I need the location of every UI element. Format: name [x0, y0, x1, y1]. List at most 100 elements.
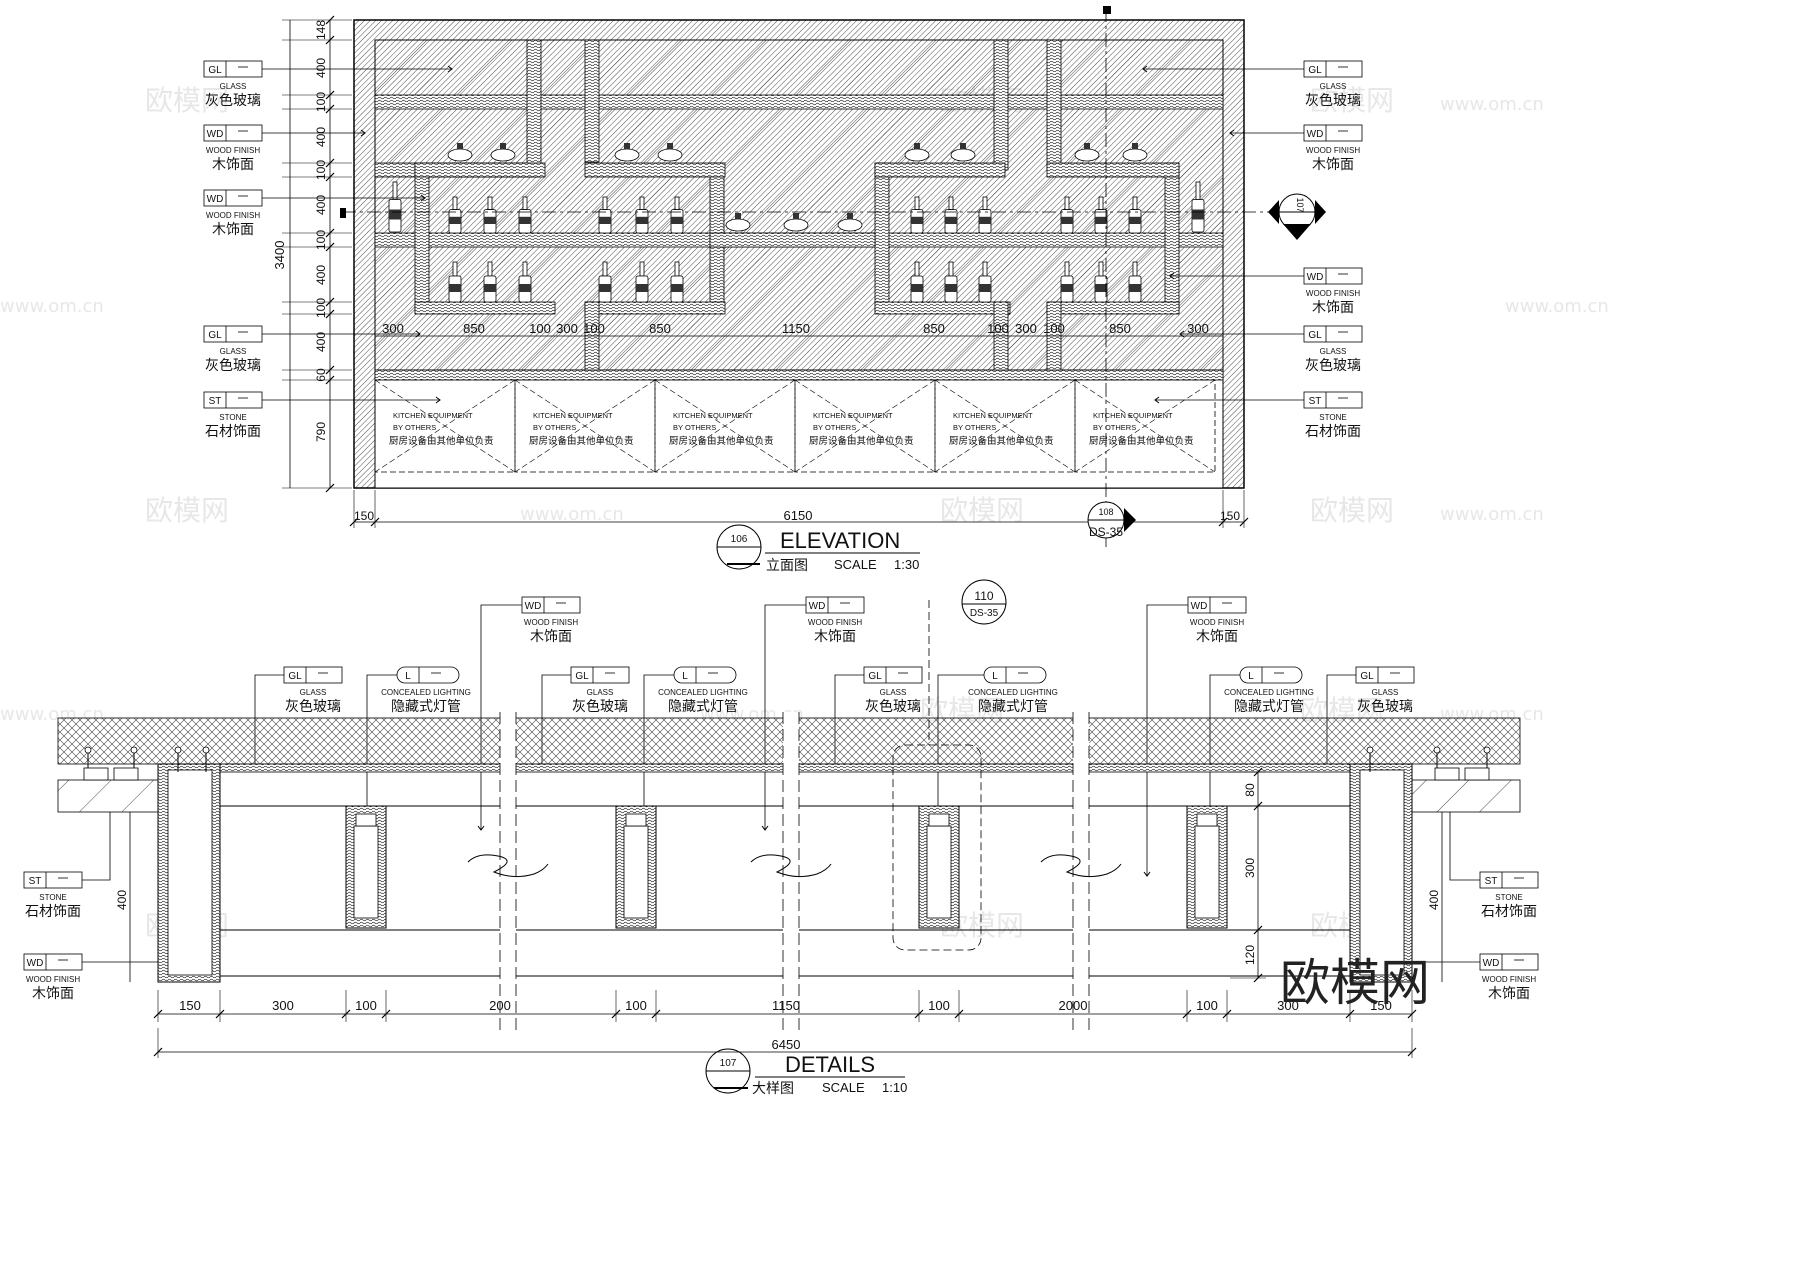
- bottle-label: [389, 209, 401, 220]
- tag-en: GLASS: [1320, 82, 1347, 91]
- dim-tick: [954, 1009, 964, 1019]
- wood-frame: [1164, 162, 1180, 314]
- wood-frame: [1046, 301, 1180, 315]
- tag-cn: 灰色玻璃: [1305, 357, 1361, 374]
- bottle-neck: [487, 196, 493, 211]
- dim-vertical: 400: [314, 58, 328, 78]
- tag-en: WOOD FINISH: [808, 618, 862, 627]
- bottle: [448, 196, 462, 234]
- tag-en: GLASS: [880, 688, 907, 697]
- details-title: DETAILS: [785, 1052, 875, 1077]
- dim-tick: [325, 297, 335, 307]
- light-fixture: [1196, 813, 1218, 827]
- bottle-label: [671, 284, 683, 292]
- tag-code: GL: [208, 330, 222, 341]
- dim-horizontal: 850: [463, 321, 485, 336]
- glass-top: [667, 143, 673, 149]
- tag-en: CONCEALED LIGHTING: [381, 688, 471, 697]
- tag-en: WOOD FINISH: [1482, 975, 1536, 984]
- equipment-en-1: KITCHEN EQUIPMENT: [533, 411, 613, 420]
- equipment-en-1: KITCHEN EQUIPMENT: [393, 411, 473, 420]
- bottle-neck: [522, 261, 528, 277]
- bottle-neck: [1132, 196, 1138, 211]
- dim-tick: [325, 242, 335, 252]
- bottle-label: [519, 284, 531, 292]
- tag-cn: 木饰面: [1312, 300, 1354, 316]
- callout-sheet: DS-35: [970, 608, 999, 619]
- dim-horizontal: 100: [1043, 321, 1065, 336]
- dim-tick: [349, 517, 359, 527]
- glass: [447, 143, 473, 162]
- bolt-head: [84, 746, 92, 754]
- tag-code: ST: [1485, 876, 1498, 887]
- tag-en: WOOD FINISH: [26, 975, 80, 984]
- glass: [614, 143, 640, 162]
- wood-frame: [874, 162, 890, 314]
- bottle: [910, 261, 924, 303]
- wood-frame: [1046, 162, 1180, 178]
- shelf-frames: [374, 39, 1224, 371]
- glass-bowl: [490, 148, 516, 162]
- leader-arrow: [1229, 129, 1235, 137]
- tag-code: GL: [1308, 65, 1322, 76]
- section-marker-sheet: DS-35: [1089, 525, 1123, 539]
- dim-horizontal: 100: [529, 321, 551, 336]
- glass-top: [1084, 143, 1090, 149]
- tag-cn: 灰色玻璃: [865, 698, 921, 715]
- tag-en: CONCEALED LIGHTING: [1224, 688, 1314, 697]
- bottle-label: [979, 216, 991, 224]
- dim-tick: [914, 1009, 924, 1019]
- break-symbol: [750, 854, 832, 878]
- tag-cn: 灰色玻璃: [1357, 698, 1413, 715]
- tag-en: STONE: [1319, 413, 1346, 422]
- dim-vertical: 300: [1243, 858, 1257, 878]
- dim-vertical: 400: [314, 195, 328, 215]
- light-fixture: [928, 813, 950, 827]
- wood-frame: [709, 232, 876, 248]
- dim-tick: [341, 1009, 351, 1019]
- tag-cn: 木饰面: [1312, 157, 1354, 173]
- bottle: [670, 261, 684, 303]
- bolt-head: [1483, 746, 1491, 754]
- glass-bowl: [657, 148, 683, 162]
- glass-bowl: [725, 218, 751, 232]
- dim-horizontal: 100: [355, 998, 377, 1013]
- wood-frame: [584, 162, 726, 178]
- bottle-neck: [1132, 261, 1138, 277]
- dim-tick: [381, 1009, 391, 1019]
- equipment-cross: [934, 379, 1076, 473]
- tag-code: GL: [1360, 671, 1374, 682]
- bottle-label: [519, 216, 531, 224]
- equipment-en-2: BY OTHERS: [533, 423, 576, 432]
- leader-arrow: [1143, 871, 1151, 877]
- details-circle-number: 107: [720, 1058, 737, 1069]
- dim-tick: [1407, 1009, 1417, 1019]
- tag-cn: 石材饰面: [1481, 904, 1537, 920]
- dim-horizontal: 100: [1196, 998, 1218, 1013]
- dim-tick: [325, 483, 335, 493]
- dim-tick: [370, 517, 380, 527]
- dim-horizontal: 100: [583, 321, 605, 336]
- tag-cn: 隐藏式灯管: [978, 699, 1048, 715]
- glass-bowl: [783, 218, 809, 232]
- tag-code: GL: [1308, 330, 1322, 341]
- equipment-cross: [654, 379, 796, 473]
- equipment-en-1: KITCHEN EQUIPMENT: [813, 411, 893, 420]
- glass: [837, 213, 863, 232]
- dim-tick: [325, 90, 335, 100]
- wood-frame: [414, 162, 430, 314]
- tag-cn: 灰色玻璃: [572, 698, 628, 715]
- bottle-label: [1095, 216, 1107, 224]
- bottle-label: [911, 284, 923, 292]
- dim-vertical: 60: [314, 368, 328, 382]
- bottle-neck: [522, 196, 528, 211]
- bottle: [598, 261, 612, 303]
- break-symbol: [1040, 854, 1122, 878]
- leader-arrow: [420, 194, 426, 202]
- bottle: [388, 181, 402, 233]
- dim-tick: [325, 309, 335, 319]
